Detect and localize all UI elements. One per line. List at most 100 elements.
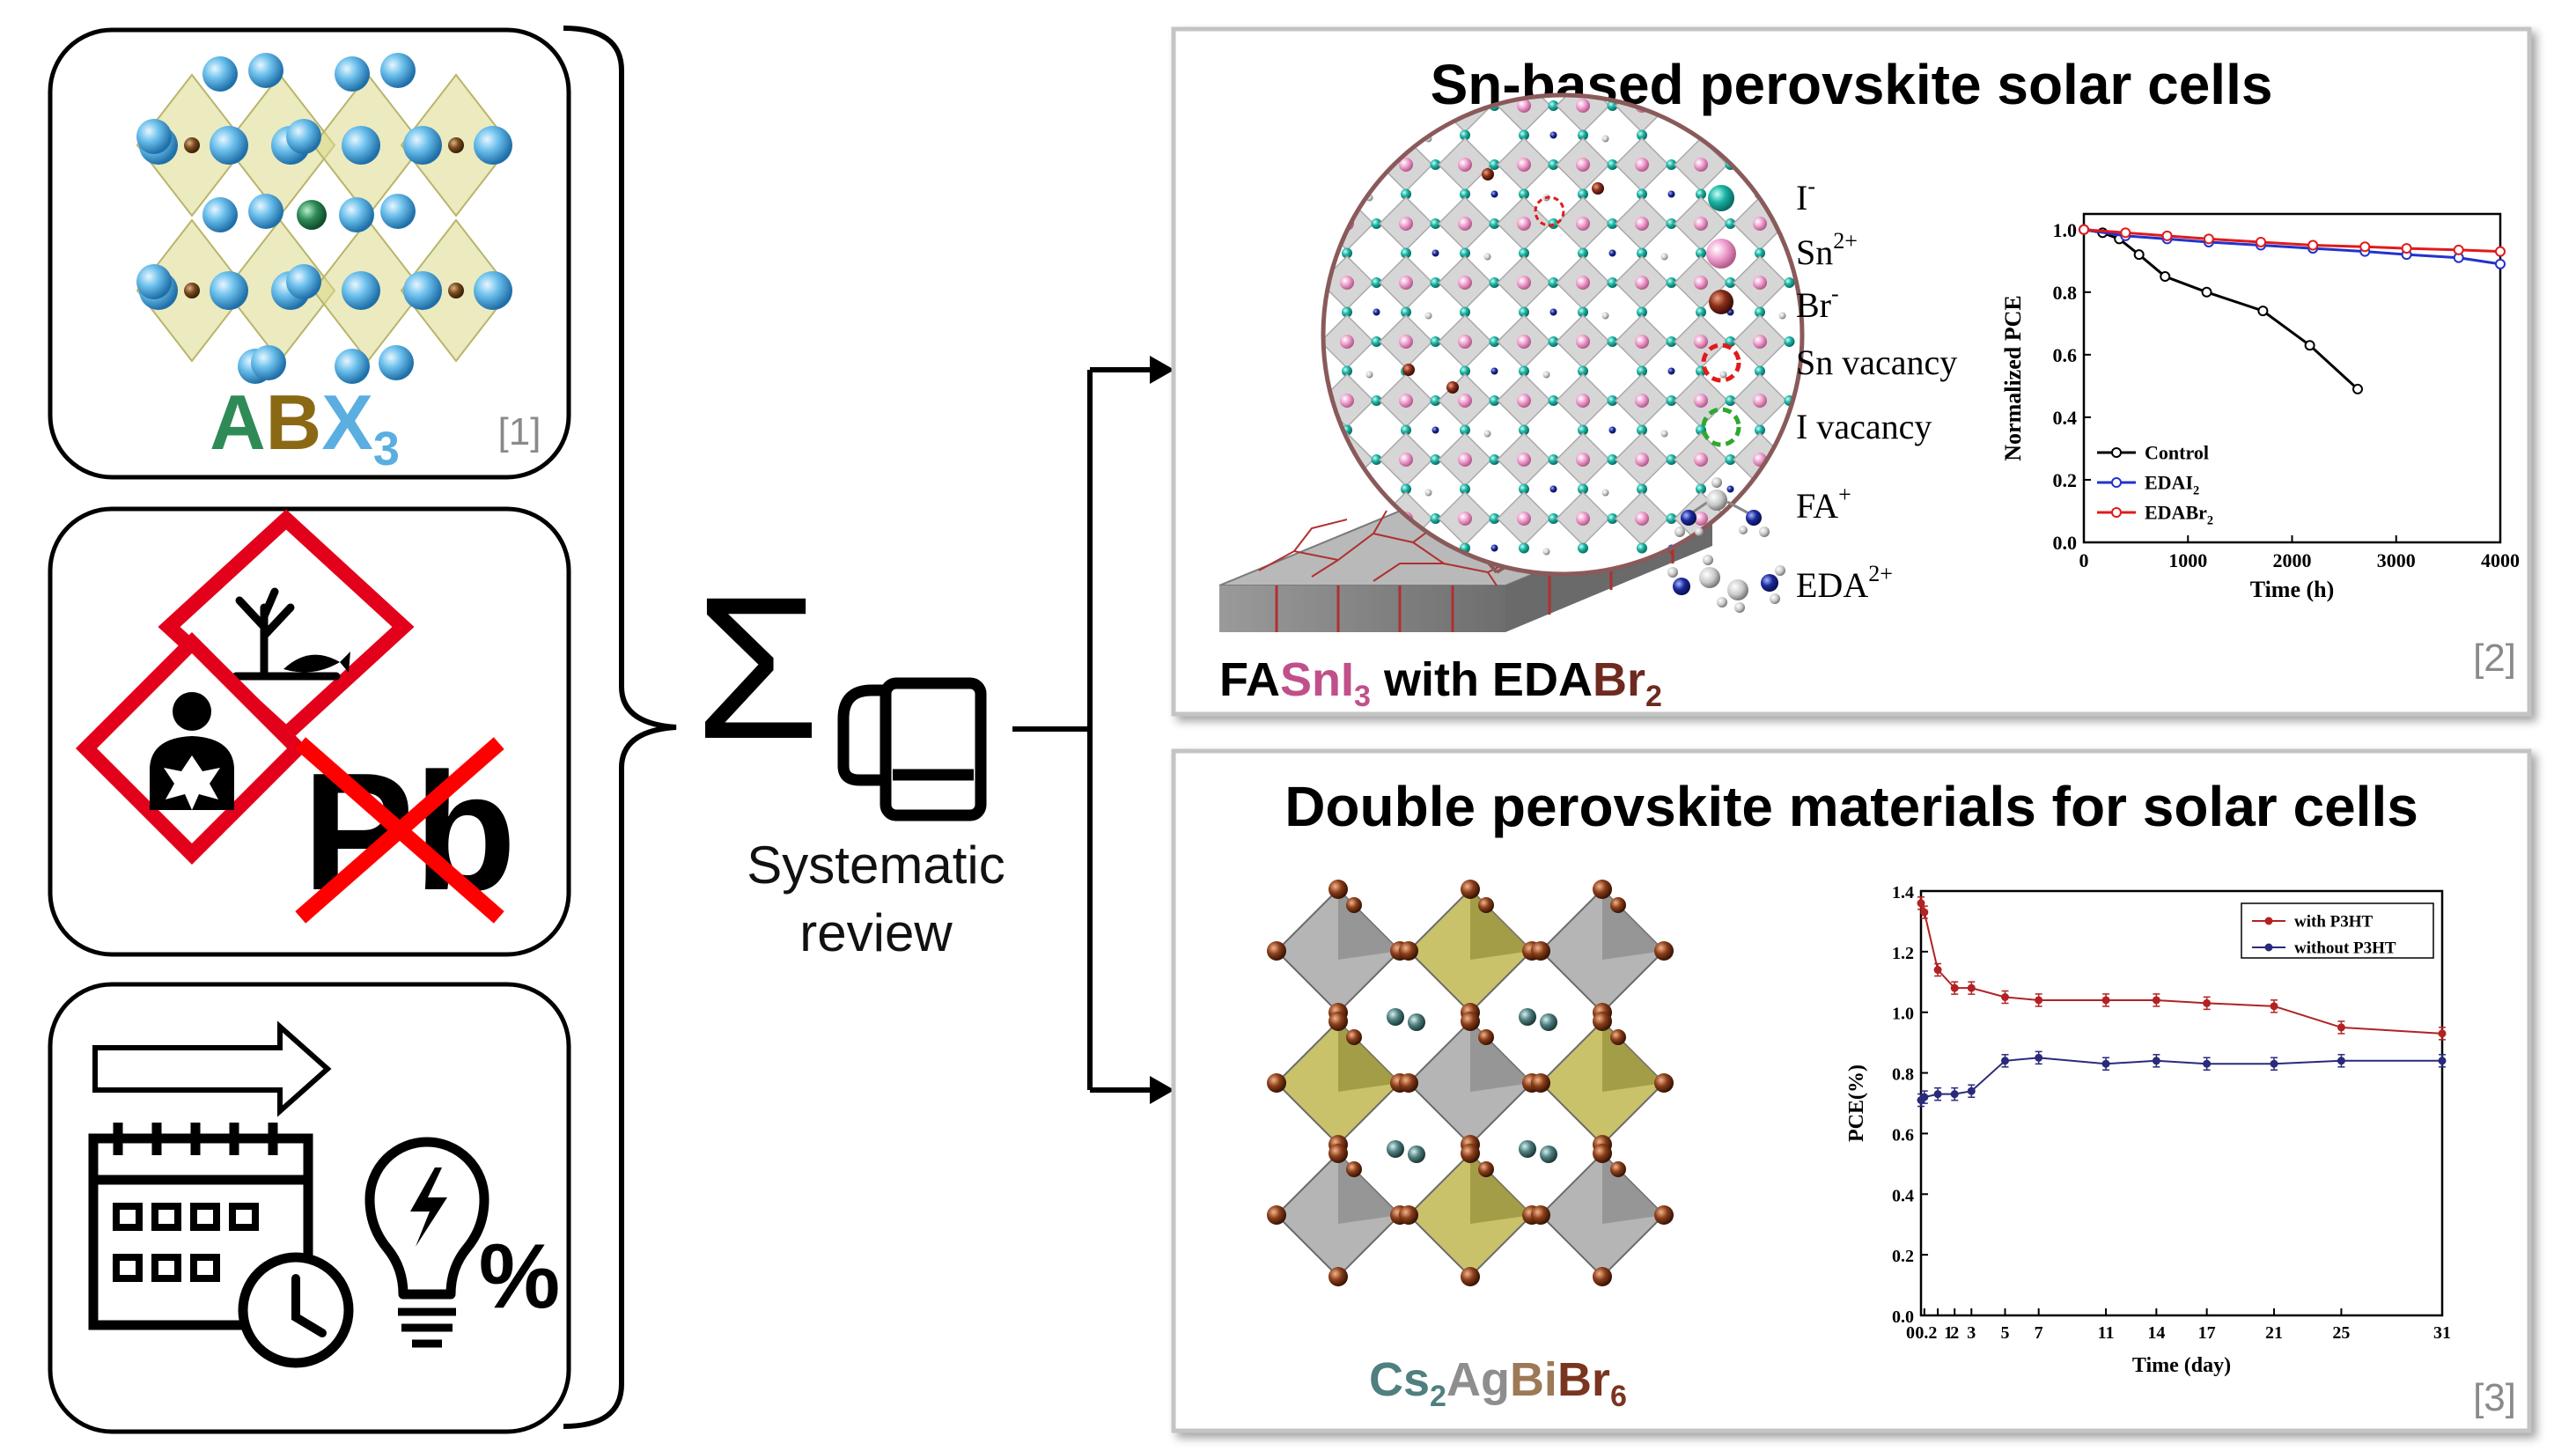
br-atom: [1461, 1012, 1480, 1031]
x-site-atom: [342, 126, 380, 165]
tin-atom: [1517, 453, 1531, 467]
iodide-atom: [1430, 218, 1441, 229]
data-point: [1933, 1090, 1942, 1099]
i-vacancy-label: I vacancy: [1796, 407, 1932, 446]
br-atom: [1593, 1012, 1612, 1031]
i-vacancy-marker: [1701, 407, 1741, 447]
iodide-atom: [1460, 483, 1470, 495]
tin-atom: [1694, 276, 1708, 290]
data-point: [2133, 249, 2145, 261]
tin-atom: [1517, 335, 1531, 349]
legend-marker: [2111, 447, 2122, 458]
double-perovskite-structure: [1267, 880, 1674, 1286]
iodide-atom: [1548, 513, 1559, 524]
legend-label: Control: [2145, 442, 2209, 464]
organic-cation: [1432, 426, 1439, 434]
data-point: [1920, 908, 1929, 917]
tin-atom: [1399, 217, 1413, 231]
y-tick-label: 1.0: [2053, 219, 2078, 241]
iodide-atom: [1371, 454, 1382, 465]
x-site-atom: [251, 345, 286, 380]
reference-2: [2]: [2473, 637, 2516, 680]
data-point: [2256, 236, 2267, 247]
tin-atom: [1458, 217, 1472, 231]
sn-vacancy-site: [1534, 195, 1565, 227]
y-tick-label: 0.4: [2053, 407, 2078, 429]
x-site-atom: [335, 56, 370, 92]
iodide-atom: [1725, 218, 1736, 229]
fa-label: FA+: [1796, 482, 1851, 526]
br-atom: [1610, 897, 1626, 913]
iodide-atom: [1725, 454, 1736, 465]
tin-atom: [1753, 394, 1767, 408]
y-tick-label: 1.2: [1892, 944, 1914, 963]
iodide-atom: [1342, 365, 1352, 377]
iodide-atom: [1607, 395, 1618, 406]
x-tick-label: 5: [2000, 1323, 2009, 1343]
tin-atom: [1340, 394, 1354, 408]
perovskite-structure-icon: [136, 53, 512, 384]
y-tick-label: 0.0: [2053, 532, 2078, 554]
tin-atom: [1694, 335, 1708, 349]
iodide-atom: [1401, 247, 1411, 259]
data-point: [2035, 996, 2043, 1005]
iodide-atom: [1637, 188, 1647, 200]
bromide-atom: [1446, 381, 1459, 394]
x-site-atom: [335, 349, 370, 384]
br-atom: [1654, 1205, 1674, 1225]
x-site-atom: [286, 264, 321, 299]
y-tick-label: 0.6: [2053, 344, 2078, 366]
tin-atom: [1635, 217, 1649, 231]
clock-icon: [238, 1252, 354, 1368]
y-tick-label: 0.2: [2053, 469, 2078, 491]
x-tick-label: 3000: [2377, 549, 2416, 571]
x-site-atom: [474, 126, 512, 165]
data-point: [1933, 966, 1942, 975]
bromide-marker: [1709, 290, 1733, 314]
tin-atom: [1576, 512, 1590, 526]
br-atom: [1593, 880, 1612, 899]
iodide-atom: [1637, 247, 1647, 259]
br-atom: [1267, 1205, 1286, 1225]
iodide-atom: [1578, 542, 1588, 554]
x-site-atom: [136, 119, 172, 154]
legend-label: with P3HT: [2294, 913, 2374, 932]
data-point: [2495, 258, 2506, 269]
organic-cation: [1424, 489, 1432, 497]
br-atom: [1610, 1161, 1626, 1177]
b-site-atom: [184, 283, 200, 298]
x-tick-label: 7: [2035, 1323, 2043, 1343]
organic-cation: [1778, 312, 1786, 320]
iodide-atom: [1548, 454, 1559, 465]
x-site-atom: [202, 197, 238, 232]
data-point: [2035, 1053, 2043, 1062]
grouping-brace: [563, 26, 677, 1429]
tin-atom: [1694, 158, 1708, 172]
a-site-atom: [297, 200, 327, 230]
lightbulb-icon: [364, 1137, 489, 1348]
iodide-atom: [1666, 159, 1677, 170]
data-point: [1967, 1086, 1976, 1095]
organic-cation: [1660, 253, 1668, 261]
x-tick-label: 1000: [2168, 549, 2207, 571]
iodide-atom: [1342, 247, 1352, 259]
br-atom: [1531, 941, 1550, 961]
iodide-atom: [1519, 306, 1529, 318]
iodide-atom: [1401, 188, 1411, 200]
data-point: [2359, 241, 2371, 253]
stability-panel: %: [48, 982, 571, 1434]
x-tick-label: 11: [2098, 1323, 2115, 1343]
series-line: [2083, 228, 2501, 266]
cs-atom: [1387, 1140, 1404, 1158]
organic-cation: [1660, 430, 1668, 438]
y-tick-label: 0.6: [1892, 1125, 1914, 1145]
iodide-atom: [1489, 395, 1500, 406]
iodide-atom: [1784, 336, 1795, 347]
legend-label: EDABr2: [2145, 502, 2213, 528]
organic-cation: [1490, 544, 1498, 552]
iodide-atom: [1548, 336, 1559, 347]
tin-atom: [1517, 276, 1531, 290]
data-point: [2000, 1057, 2009, 1065]
